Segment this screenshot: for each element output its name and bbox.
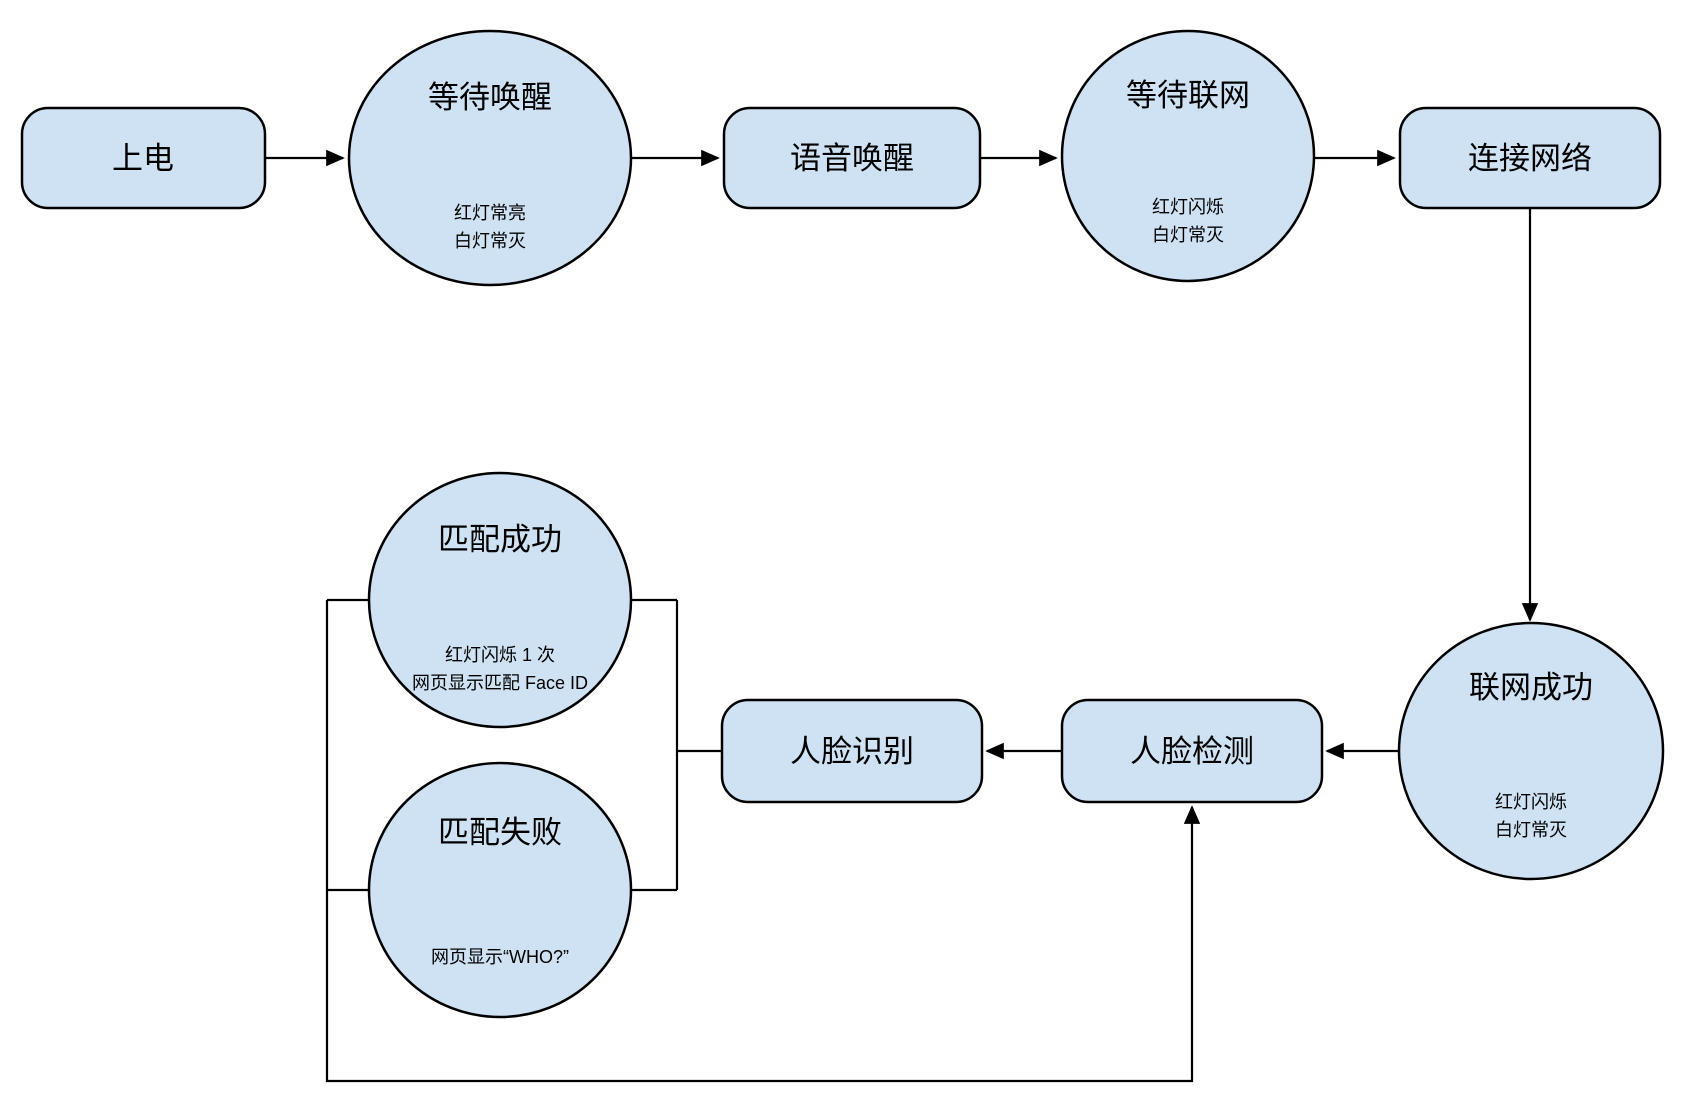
node-voice-wake-label: 语音唤醒 <box>790 141 914 176</box>
node-voice-wake-shape <box>722 106 982 210</box>
node-match-success: 匹配成功 红灯闪烁 1 次 网页显示匹配 Face ID <box>367 471 633 729</box>
node-wait-network-note-2: 白灯常灭 <box>1152 225 1224 245</box>
node-power-on: 上电 <box>20 106 267 210</box>
node-wait-wake-note-1: 红灯常亮 <box>454 203 526 223</box>
node-wait-network-shape <box>1060 29 1316 283</box>
node-wait-network: 等待联网 红灯闪烁 白灯常灭 <box>1060 29 1316 283</box>
node-network-success-shape <box>1397 621 1665 881</box>
node-power-on-shape <box>20 106 267 210</box>
node-match-fail-label: 匹配失败 <box>438 815 562 850</box>
node-face-recognize-shape <box>720 698 984 804</box>
node-voice-wake: 语音唤醒 <box>722 106 982 210</box>
node-connect-network-shape <box>1398 106 1662 210</box>
node-face-detect: 人脸检测 <box>1060 698 1324 804</box>
node-wait-wake: 等待唤醒 红灯常亮 白灯常灭 <box>347 29 633 287</box>
node-match-fail: 匹配失败 网页显示“WHO?” <box>367 761 633 1019</box>
edge-loop-back-to-face-detect <box>325 600 1201 1083</box>
node-face-detect-shape <box>1060 698 1324 804</box>
node-match-success-shape <box>367 471 633 729</box>
node-power-on-label: 上电 <box>112 141 174 176</box>
node-network-success-label: 联网成功 <box>1469 670 1593 705</box>
node-wait-network-label: 等待联网 <box>1126 78 1250 113</box>
node-network-success-note-2: 白灯常灭 <box>1495 820 1567 840</box>
node-wait-wake-note-2: 白灯常灭 <box>454 231 526 251</box>
node-connect-network-label: 连接网络 <box>1468 141 1592 176</box>
node-wait-wake-shape <box>347 29 633 287</box>
node-wait-network-note-1: 红灯闪烁 <box>1152 197 1224 217</box>
node-match-success-note-1: 红灯闪烁 1 次 <box>445 645 555 665</box>
node-face-detect-label: 人脸检测 <box>1130 734 1254 769</box>
node-match-fail-note-1: 网页显示“WHO?” <box>431 947 569 967</box>
node-face-recognize-label: 人脸识别 <box>790 734 914 769</box>
node-network-success-note-1: 红灯闪烁 <box>1495 792 1567 812</box>
node-connect-network: 连接网络 <box>1398 106 1662 210</box>
node-face-recognize: 人脸识别 <box>720 698 984 804</box>
node-wait-wake-label: 等待唤醒 <box>428 80 552 115</box>
node-match-success-label: 匹配成功 <box>438 522 562 557</box>
node-match-fail-shape <box>367 761 633 1019</box>
node-match-success-note-2: 网页显示匹配 Face ID <box>412 673 588 693</box>
node-network-success: 联网成功 红灯闪烁 白灯常灭 <box>1397 621 1665 881</box>
